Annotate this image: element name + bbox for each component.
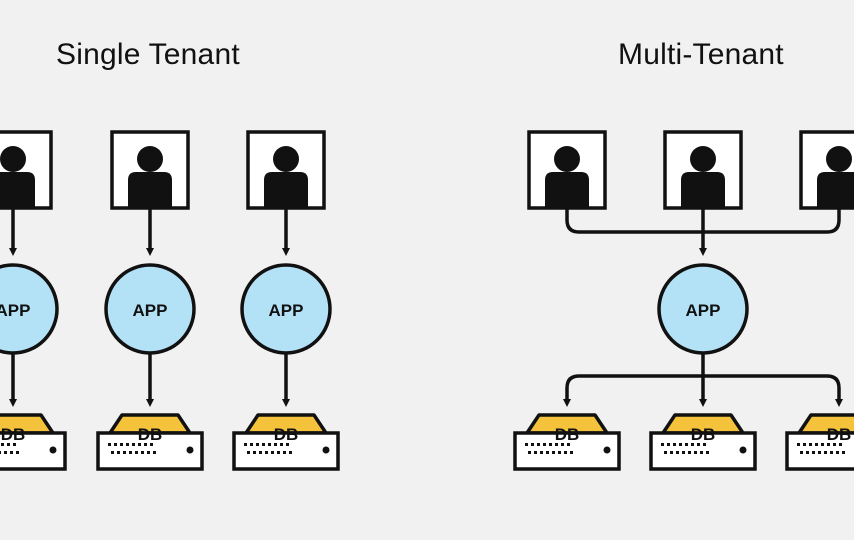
multi-tenant-users xyxy=(527,130,854,210)
multi-tenant-title: Multi-Tenant xyxy=(618,38,784,71)
user-icon xyxy=(527,130,607,210)
user-icon xyxy=(799,130,854,210)
db-label: DB xyxy=(1,425,26,444)
single-tenant-title: Single Tenant xyxy=(56,38,240,71)
db-label: DB xyxy=(138,425,163,444)
multi-tenant-databases: DB DB DB xyxy=(513,413,854,471)
arrow-app-to-db-left xyxy=(563,374,580,407)
user-icon xyxy=(663,130,743,210)
single-tenant-stack-1: APP DB xyxy=(0,130,67,471)
app-split-connector xyxy=(579,353,827,378)
db-label: DB xyxy=(555,425,580,444)
db-label: DB xyxy=(827,425,852,444)
arrow-app-to-db-right xyxy=(826,374,843,407)
app-label: APP xyxy=(0,301,30,320)
user-icon xyxy=(0,130,53,210)
single-tenant-stack-2: APP DB xyxy=(96,130,204,471)
app-label: APP xyxy=(686,301,721,320)
user-icon xyxy=(246,130,326,210)
app-label: APP xyxy=(133,301,168,320)
db-label: DB xyxy=(274,425,299,444)
single-tenant-stack-3: APP DB xyxy=(232,130,340,471)
user-icon xyxy=(110,130,190,210)
app-label: APP xyxy=(269,301,304,320)
db-label: DB xyxy=(691,425,716,444)
